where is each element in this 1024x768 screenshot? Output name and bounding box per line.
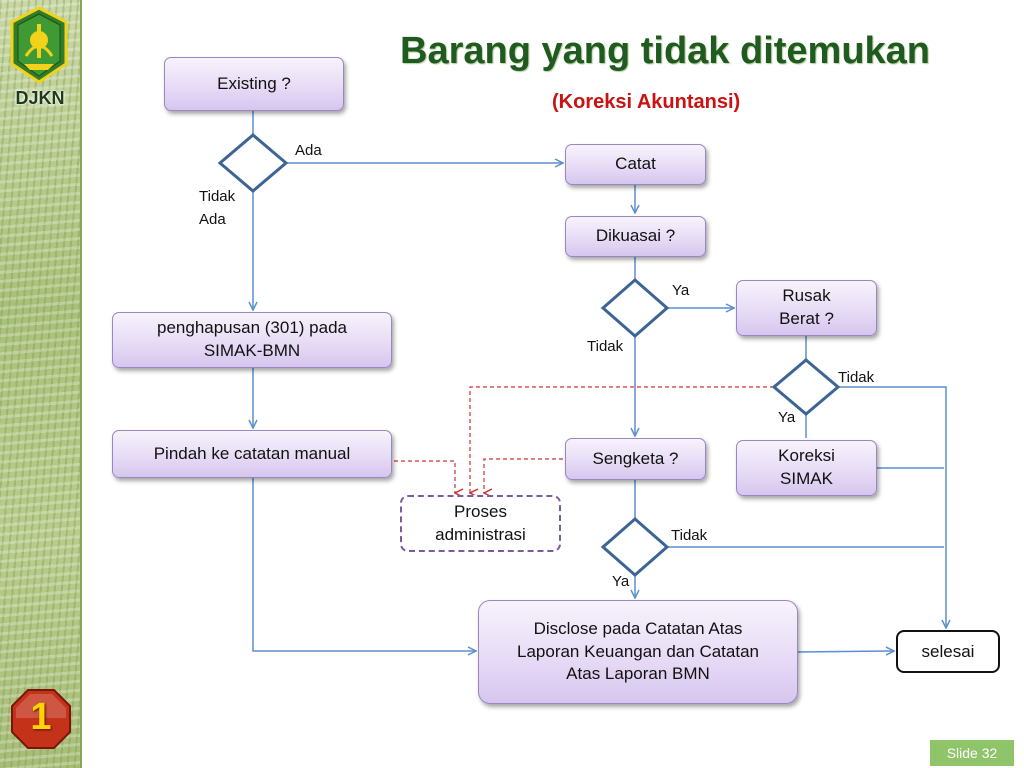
node-disclose-line1: Disclose pada Catatan Atas: [533, 618, 743, 638]
label-tidak-rusak: Tidak: [838, 369, 875, 386]
node-dikuasai: Dikuasai ?: [565, 216, 706, 257]
node-pindah: Pindah ke catatan manual: [112, 430, 392, 478]
edge-disclose-selesai: [797, 651, 894, 652]
node-disclose-line3: Atas Laporan BMN: [566, 664, 710, 684]
kemenkeu-logo-icon: [8, 6, 70, 86]
slide-number: Slide 32: [930, 740, 1014, 766]
node-koreksi-line2: SIMAK: [780, 469, 833, 488]
label-tidak-ada-line1: Tidak: [199, 188, 236, 205]
decision-sengketa: [600, 517, 670, 577]
edge-pindah-disclose: [252, 478, 476, 651]
node-proses-line1: Proses: [454, 501, 507, 521]
node-penghapusan: penghapusan (301) pada SIMAK-BMN: [112, 312, 392, 368]
dashed-edge-sengketa-proses: [484, 458, 563, 493]
node-catat: Catat: [565, 144, 706, 185]
label-tidak-dikuasai: Tidak: [587, 338, 624, 355]
node-disclose-line2: Laporan Keuangan dan Catatan: [517, 641, 759, 661]
section-number-badge: 1: [10, 688, 72, 750]
badge-number: 1: [30, 696, 52, 738]
decision-dikuasai: [600, 278, 670, 338]
page-title: Barang yang tidak ditemukan: [400, 30, 931, 72]
label-ada: Ada: [295, 142, 322, 159]
node-existing: Existing ?: [164, 57, 344, 111]
node-koreksi-simak: Koreksi SIMAK: [736, 440, 877, 496]
node-rusak-berat: Rusak Berat ?: [736, 280, 877, 336]
node-disclose: Disclose pada Catatan Atas Laporan Keuan…: [478, 600, 798, 704]
sidebar-decoration: DJKN 1: [0, 0, 82, 768]
label-ya-rusak: Ya: [778, 409, 796, 426]
dashed-edge-rusak-proses: [470, 386, 774, 493]
edge-tidak-selesai: [838, 386, 946, 628]
label-tidak-ada-line2: Ada: [199, 211, 226, 228]
label-ya-dikuasai: Ya: [672, 282, 690, 299]
decision-existing: [217, 133, 289, 193]
node-koreksi-line1: Koreksi: [778, 446, 835, 466]
org-label: DJKN: [15, 88, 65, 108]
node-proses-administrasi: Proses administrasi: [400, 495, 561, 552]
node-sengketa: Sengketa ?: [565, 438, 706, 480]
node-selesai: selesai: [896, 630, 1000, 673]
page-subtitle: (Koreksi Akuntansi): [552, 91, 741, 113]
node-proses-line2: administrasi: [435, 524, 526, 544]
node-rusak-line2: Berat ?: [779, 309, 834, 328]
label-ya-sengketa: Ya: [612, 573, 630, 590]
node-penghapusan-line2: SIMAK-BMN: [203, 341, 301, 360]
node-penghapusan-line1: penghapusan (301) pada: [157, 318, 347, 338]
dashed-edge-pindah-proses: [394, 460, 455, 493]
label-tidak-sengketa: Tidak: [671, 527, 708, 544]
node-rusak-line1: Rusak: [782, 286, 831, 306]
decision-rusak: [771, 358, 841, 416]
